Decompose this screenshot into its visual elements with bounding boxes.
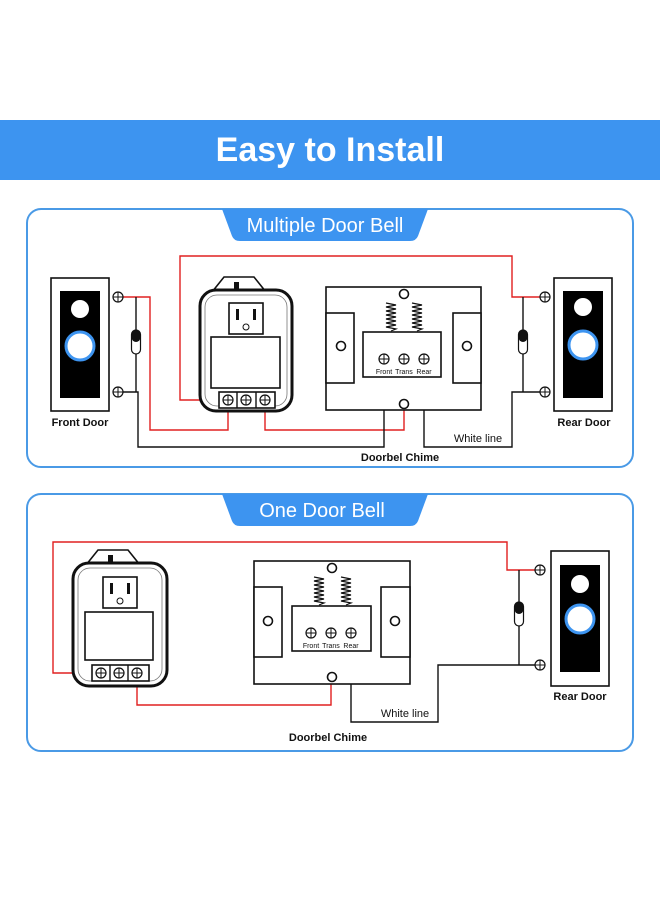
- front-doorbell: [50, 277, 110, 412]
- terminal-label-front: Front: [303, 643, 319, 650]
- rear-door-label: Rear Door: [553, 691, 607, 703]
- panel-tab: [222, 494, 428, 526]
- terminal-label-trans: Trans: [322, 643, 340, 650]
- transformer: [198, 276, 294, 413]
- panel-one-door-bell: One Door Bell Fron: [26, 493, 634, 752]
- diode-icon: [517, 329, 529, 355]
- terminal-label-front: Front: [376, 369, 392, 376]
- transformer: [71, 549, 169, 688]
- panel-title: One Door Bell: [259, 500, 385, 522]
- terminal-label-rear: Rear: [343, 643, 359, 650]
- diode-icon: [513, 601, 525, 627]
- front-door-label: Front Door: [52, 417, 110, 429]
- rear-doorbell: [553, 277, 613, 412]
- panel-tab: [222, 209, 428, 241]
- rear-doorbell: [550, 550, 610, 687]
- doorbell-chime: Front Trans Rear: [325, 286, 482, 411]
- chime-label: Doorbel Chime: [289, 732, 367, 744]
- title-banner: [0, 120, 660, 180]
- white-line-label: White line: [381, 708, 429, 720]
- white-line-label: White line: [454, 433, 502, 445]
- chime-label: Doorbel Chime: [361, 452, 439, 464]
- page-title: Easy to Install: [216, 131, 445, 169]
- diode-icon: [130, 329, 142, 355]
- panel-multiple-door-bell: Multiple Door Bell Front Door: [26, 208, 634, 468]
- panel-title: Multiple Door Bell: [247, 215, 404, 237]
- rear-door-label: Rear Door: [557, 417, 611, 429]
- terminal-label-trans: Trans: [395, 369, 413, 376]
- terminal-label-rear: Rear: [416, 369, 432, 376]
- doorbell-chime: Front Trans Rear: [253, 560, 411, 685]
